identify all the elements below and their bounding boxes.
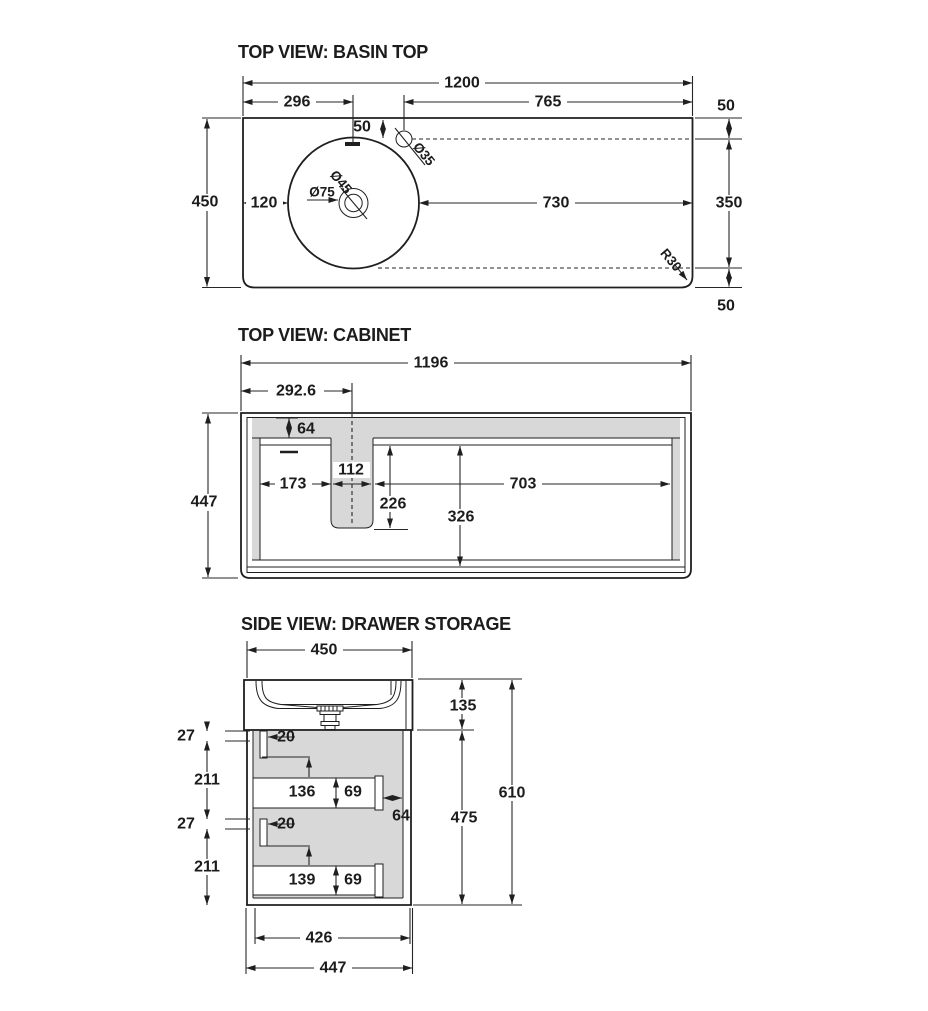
- cabinet-internal-lines: [247, 437, 685, 568]
- dim-taphole-setback: 50: [353, 119, 371, 136]
- dim-back-setback: 50: [717, 98, 735, 115]
- dim-box-height-top: 69: [344, 784, 362, 801]
- dim-gap-top: 27: [177, 728, 195, 745]
- dim-cabinet-width: 1196: [414, 355, 449, 372]
- dim-benchtop-width: 1200: [444, 75, 480, 92]
- dim-front-height-bottom: 211: [194, 859, 220, 876]
- dim-internal-width: 426: [306, 930, 333, 947]
- dim-corner-radius: R30: [657, 246, 684, 275]
- dim-basin-left: 120: [251, 195, 278, 212]
- dim-cabinet-depth: 447: [191, 494, 218, 511]
- dim-basin-centre: 296: [284, 94, 311, 111]
- dim-top-height: 135: [450, 698, 477, 715]
- dim-back-clearance: 64: [392, 808, 410, 825]
- drawer-box-bottom: [252, 865, 376, 896]
- view-basin-top-title: TOP VIEW: BASIN TOP: [238, 42, 428, 62]
- basin-top-dimension-lines: [204, 80, 732, 287]
- view-side-drawer: SIDE VIEW: DRAWER STORAGE: [177, 614, 531, 977]
- waste-hole-circle: [344, 193, 363, 213]
- waste-trap-profile: [316, 705, 344, 730]
- dim-taphole-right: 765: [535, 94, 562, 111]
- view-cabinet-top-title: TOP VIEW: CABINET: [238, 325, 411, 345]
- dim-channel-centre: 292.6: [276, 383, 316, 400]
- dim-right-recess: 703: [510, 476, 537, 493]
- dim-front-setback: 50: [717, 298, 735, 315]
- dim-top-width: 450: [311, 642, 338, 659]
- drawer-front-fixing-top: [259, 730, 268, 759]
- dim-waste-outer-dia: Ø75: [309, 185, 335, 200]
- waste-recess-circle: [338, 188, 369, 218]
- dim-channel-depth: 226: [380, 496, 407, 513]
- cabinet-panels: [252, 418, 680, 560]
- drawer-back-bottom: [374, 863, 384, 898]
- dim-front-height-top: 211: [194, 772, 220, 789]
- waste-leader-line: [340, 187, 368, 220]
- drawer-box-top: [252, 777, 376, 809]
- cabinet-inner-wall: [246, 417, 686, 573]
- cabinet-profile-outline: [246, 730, 412, 906]
- dim-basin-right: 730: [543, 195, 570, 212]
- view-side-drawer-title: SIDE VIEW: DRAWER STORAGE: [241, 614, 511, 634]
- drawer-back-top: [374, 775, 384, 811]
- dim-cabinet-width: 447: [320, 960, 347, 977]
- drawer-front-fixing-bottom: [259, 818, 268, 847]
- dim-depth-span: 350: [716, 195, 743, 212]
- dim-taphole-dia: Ø35: [410, 139, 438, 169]
- dim-back-rail: 64: [297, 421, 315, 438]
- dim-overall-height: 610: [499, 785, 526, 802]
- dim-recess-depth: 326: [448, 509, 475, 526]
- drawer-components: [252, 730, 384, 898]
- dim-benchtop-depth: 450: [192, 194, 219, 211]
- benchtop-outline: [242, 117, 694, 289]
- dim-gap-mid: 27: [177, 816, 195, 833]
- dim-front-thickness-top: 20: [277, 729, 295, 746]
- basin-bowl-profile: [255, 680, 402, 709]
- side-dimension-labels: 450 135 27 20 211 136 69 64 27 20 211 13…: [177, 642, 531, 977]
- side-extension-lines: [225, 641, 522, 974]
- dim-cabinet-height: 475: [451, 810, 478, 827]
- view-cabinet-top: TOP VIEW: CABINET: [185, 325, 692, 579]
- dim-left-recess: 173: [280, 476, 307, 493]
- dim-front-thickness-bottom: 20: [277, 816, 295, 833]
- dim-box-height-bottom: 69: [344, 872, 362, 889]
- cabinet-outline: [240, 412, 692, 579]
- tap-hole-leader-line: [394, 127, 426, 166]
- dim-channel-width: 112: [338, 462, 364, 479]
- cabinet-dimension-labels: 1196 292.6 64 447 173 112 703 226 326: [185, 355, 542, 526]
- dim-runner-drop-bottom: 139: [289, 872, 316, 889]
- basin-top-dimension-labels: 1200 296 765 50 Ø35 450 120 730 Ø45 Ø75 …: [186, 75, 748, 315]
- view-basin-top: TOP VIEW: BASIN TOP: [186, 42, 748, 315]
- dim-runner-drop-top: 136: [289, 784, 316, 801]
